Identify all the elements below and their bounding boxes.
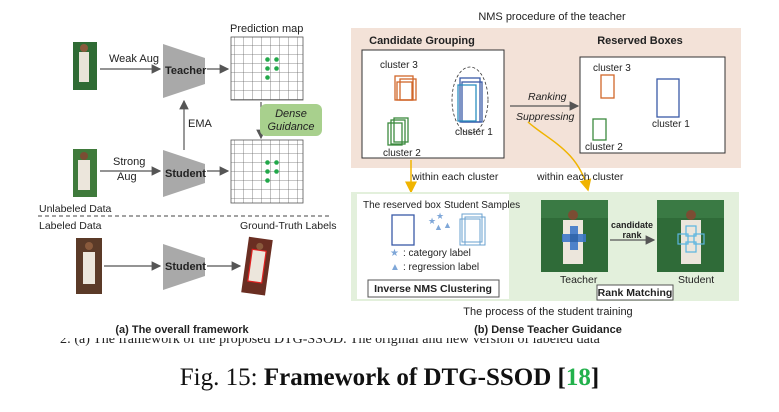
suppressing-label: Suppressing [516, 111, 575, 123]
candidate-rank-line2: rank [622, 230, 642, 240]
unlabeled-image-1 [73, 42, 97, 90]
nms-title: NMS procedure of the teacher [478, 11, 626, 23]
prediction-map-label: Prediction map [230, 23, 303, 35]
process-label: The process of the student training [463, 306, 632, 318]
dense-guidance-line2: Guidance [267, 121, 314, 133]
cluster2-boxes [387, 117, 409, 146]
star-markers: ★★▲▲ [428, 211, 452, 232]
dense-guidance-line1: Dense [275, 108, 307, 120]
rank-matching-label: Rank Matching [598, 287, 673, 299]
teacher-label: Teacher [165, 65, 207, 77]
ranking-label: Ranking [528, 91, 567, 103]
gt-image [241, 236, 273, 296]
strong-aug-line1: Strong [113, 156, 145, 168]
reserved-box-shape [391, 214, 415, 246]
labeled-image [76, 238, 102, 294]
cluster3-reserved [600, 74, 615, 99]
cut-off-line: 2: (a) The framework of the proposed DTG… [60, 338, 600, 346]
caption-title: Framework of DTG-SSOD [ [263, 364, 566, 391]
student-label-labeled: Student [165, 261, 206, 273]
svg-text:★: ★ [436, 211, 444, 221]
weak-aug-label: Weak Aug [109, 53, 159, 65]
caption-suffix: ] [590, 364, 600, 391]
cluster3-boxes [394, 75, 417, 101]
ground-truth-label: Ground-Truth Labels [240, 220, 337, 232]
svg-text:▲: ▲ [434, 222, 443, 232]
teacher-rank-label: Teacher [560, 274, 598, 286]
cluster1-boxes [457, 77, 483, 123]
rank-matching-tag [596, 284, 674, 301]
within-cluster-left: within each cluster [411, 171, 499, 183]
reserved-boxes-title: Reserved Boxes [597, 35, 683, 47]
strong-aug-line2: Aug [117, 171, 137, 183]
teacher-court-image [541, 200, 608, 272]
cluster2-reserved [592, 118, 607, 141]
prediction-dots [265, 57, 279, 80]
cluster2-left: cluster 2 [383, 148, 421, 159]
student-samples-label: Student Samples [444, 200, 520, 211]
cluster1-right: cluster 1 [652, 119, 690, 130]
student-network-labeled [163, 244, 205, 290]
reserved-boxes-box [579, 56, 726, 154]
labeled-data-label: Labeled Data [39, 220, 102, 232]
ema-label: EMA [188, 118, 213, 130]
candidate-rank-line1: candidate [611, 220, 653, 230]
regression-triangle-icon: ▲ [390, 262, 400, 273]
dense-guidance-box [260, 104, 322, 136]
unlabeled-data-label: Unlabeled Data [39, 203, 112, 215]
teacher-network [163, 44, 205, 98]
candidate-grouping-title: Candidate Grouping [369, 35, 475, 47]
left-caption: (a) The overall framework [115, 324, 249, 336]
student-network [163, 150, 205, 197]
cluster2-right: cluster 2 [585, 142, 623, 153]
unlabeled-image-2 [73, 149, 97, 197]
figure-diagram: Weak Aug Teacher Prediction map EMA Dens… [38, 11, 741, 336]
student-sample-boxes [459, 213, 486, 246]
student-label: Student [165, 168, 206, 180]
student-prediction-dots [265, 160, 279, 183]
cluster1-ellipse [451, 66, 489, 134]
student-rank-label: Student [678, 274, 714, 286]
svg-text:★: ★ [428, 216, 436, 226]
student-court-image [657, 200, 724, 272]
svg-text:▲: ▲ [443, 220, 452, 230]
right-caption: (b) Dense Teacher Guidance [474, 324, 622, 336]
within-cluster-right: within each cluster [536, 171, 624, 183]
figure-caption: Fig. 15: Framework of DTG-SSOD [18] [0, 364, 779, 392]
reserved-box-label: The reserved box [363, 200, 441, 211]
down-arrow-right [527, 121, 592, 192]
cluster3-left: cluster 3 [380, 60, 418, 71]
caption-prefix: Fig. 15: [179, 364, 264, 391]
cluster1-left: cluster 1 [455, 127, 493, 138]
cluster3-right: cluster 3 [593, 63, 631, 74]
cluster1-reserved [656, 78, 680, 118]
regression-label: : regression label [403, 262, 479, 273]
inverse-nms-tag [367, 279, 500, 298]
inverse-nms-label: Inverse NMS Clustering [374, 283, 492, 295]
cut-off-text: 2: (a) The framework of the proposed DTG… [60, 338, 740, 346]
category-label: : category label [403, 248, 471, 259]
category-star-icon: ★ [390, 248, 399, 259]
caption-ref[interactable]: 18 [565, 364, 591, 391]
